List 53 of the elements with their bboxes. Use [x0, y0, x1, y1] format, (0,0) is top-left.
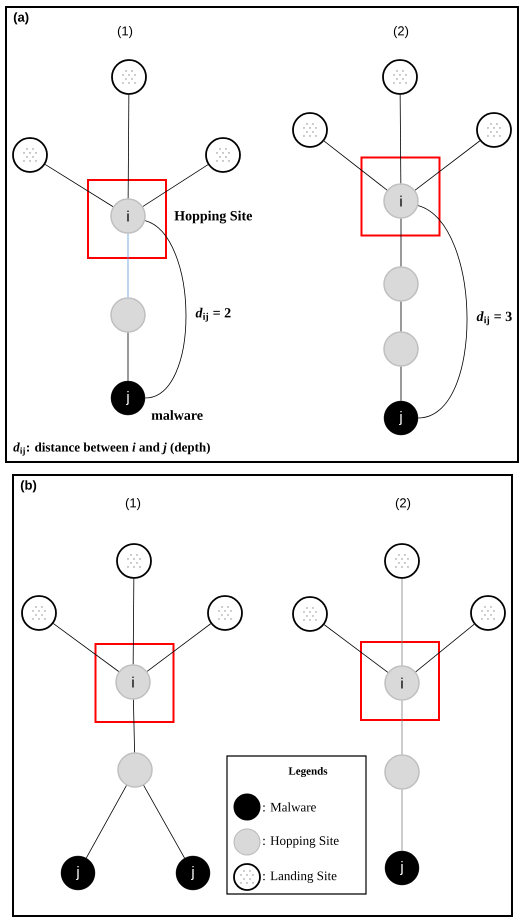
hopping-site-circle	[110, 297, 146, 333]
hopping-site-circle	[117, 752, 153, 788]
landing-site-circle	[12, 137, 48, 173]
hopping-site-circle	[383, 266, 419, 302]
connector-line	[324, 140, 388, 190]
landing-site-circle	[116, 543, 152, 579]
connector-line	[128, 94, 130, 199]
landing-site-circle	[292, 112, 328, 148]
connector-line	[132, 578, 134, 665]
connector-line	[415, 624, 474, 672]
connector-line	[143, 785, 185, 858]
caption-text: (2)	[394, 26, 408, 38]
node-caption: malware	[152, 410, 203, 420]
highlight-square	[87, 179, 167, 259]
landing-site-circle	[476, 112, 512, 148]
hopping-site-circle	[383, 331, 419, 367]
caption-text: (1)	[118, 26, 132, 38]
highlight-square	[360, 641, 440, 721]
caption-text: d$_{ij}$: distance between i andj (depth)	[13, 442, 210, 456]
highlight-square	[360, 156, 440, 236]
legend-text: : Hopping Site	[263, 836, 339, 848]
edge-label: d$_{ij}$ = 2	[196, 308, 231, 322]
landing-site-circle	[111, 59, 147, 95]
landing-site-circle	[207, 595, 243, 631]
connector-line	[400, 366, 402, 402]
caption-text: (1)	[126, 498, 140, 510]
distance-curve	[418, 205, 468, 418]
connector-line	[400, 218, 402, 267]
landing-site-circle	[382, 59, 418, 95]
edge-label: d$_{ij}$ = 3	[476, 311, 512, 326]
connector-line	[142, 164, 208, 207]
connector-line	[86, 785, 127, 858]
landing-site-circle	[470, 595, 506, 631]
caption-text: (2)	[396, 498, 410, 510]
landing-site-circle	[21, 595, 57, 631]
connector-line	[133, 699, 135, 753]
connector-line	[414, 140, 480, 191]
hopping-site-circle	[384, 754, 420, 790]
connector-line	[400, 94, 402, 184]
landing-site-circle	[292, 596, 328, 632]
connector-line	[400, 301, 402, 332]
connector-line	[324, 624, 388, 673]
legend-text: : Malware	[263, 802, 316, 812]
landing-site-circle	[205, 137, 241, 173]
connector-line	[44, 164, 114, 208]
distance-curve	[144, 220, 186, 398]
landing-site-circle	[384, 543, 420, 579]
highlight-square	[94, 643, 174, 723]
legend-text: : Landing Site	[263, 871, 336, 883]
node-caption: Hopping Site	[174, 210, 252, 224]
connector-line	[53, 623, 120, 672]
caption-text: Legends	[288, 766, 328, 778]
connector-line	[146, 623, 212, 672]
